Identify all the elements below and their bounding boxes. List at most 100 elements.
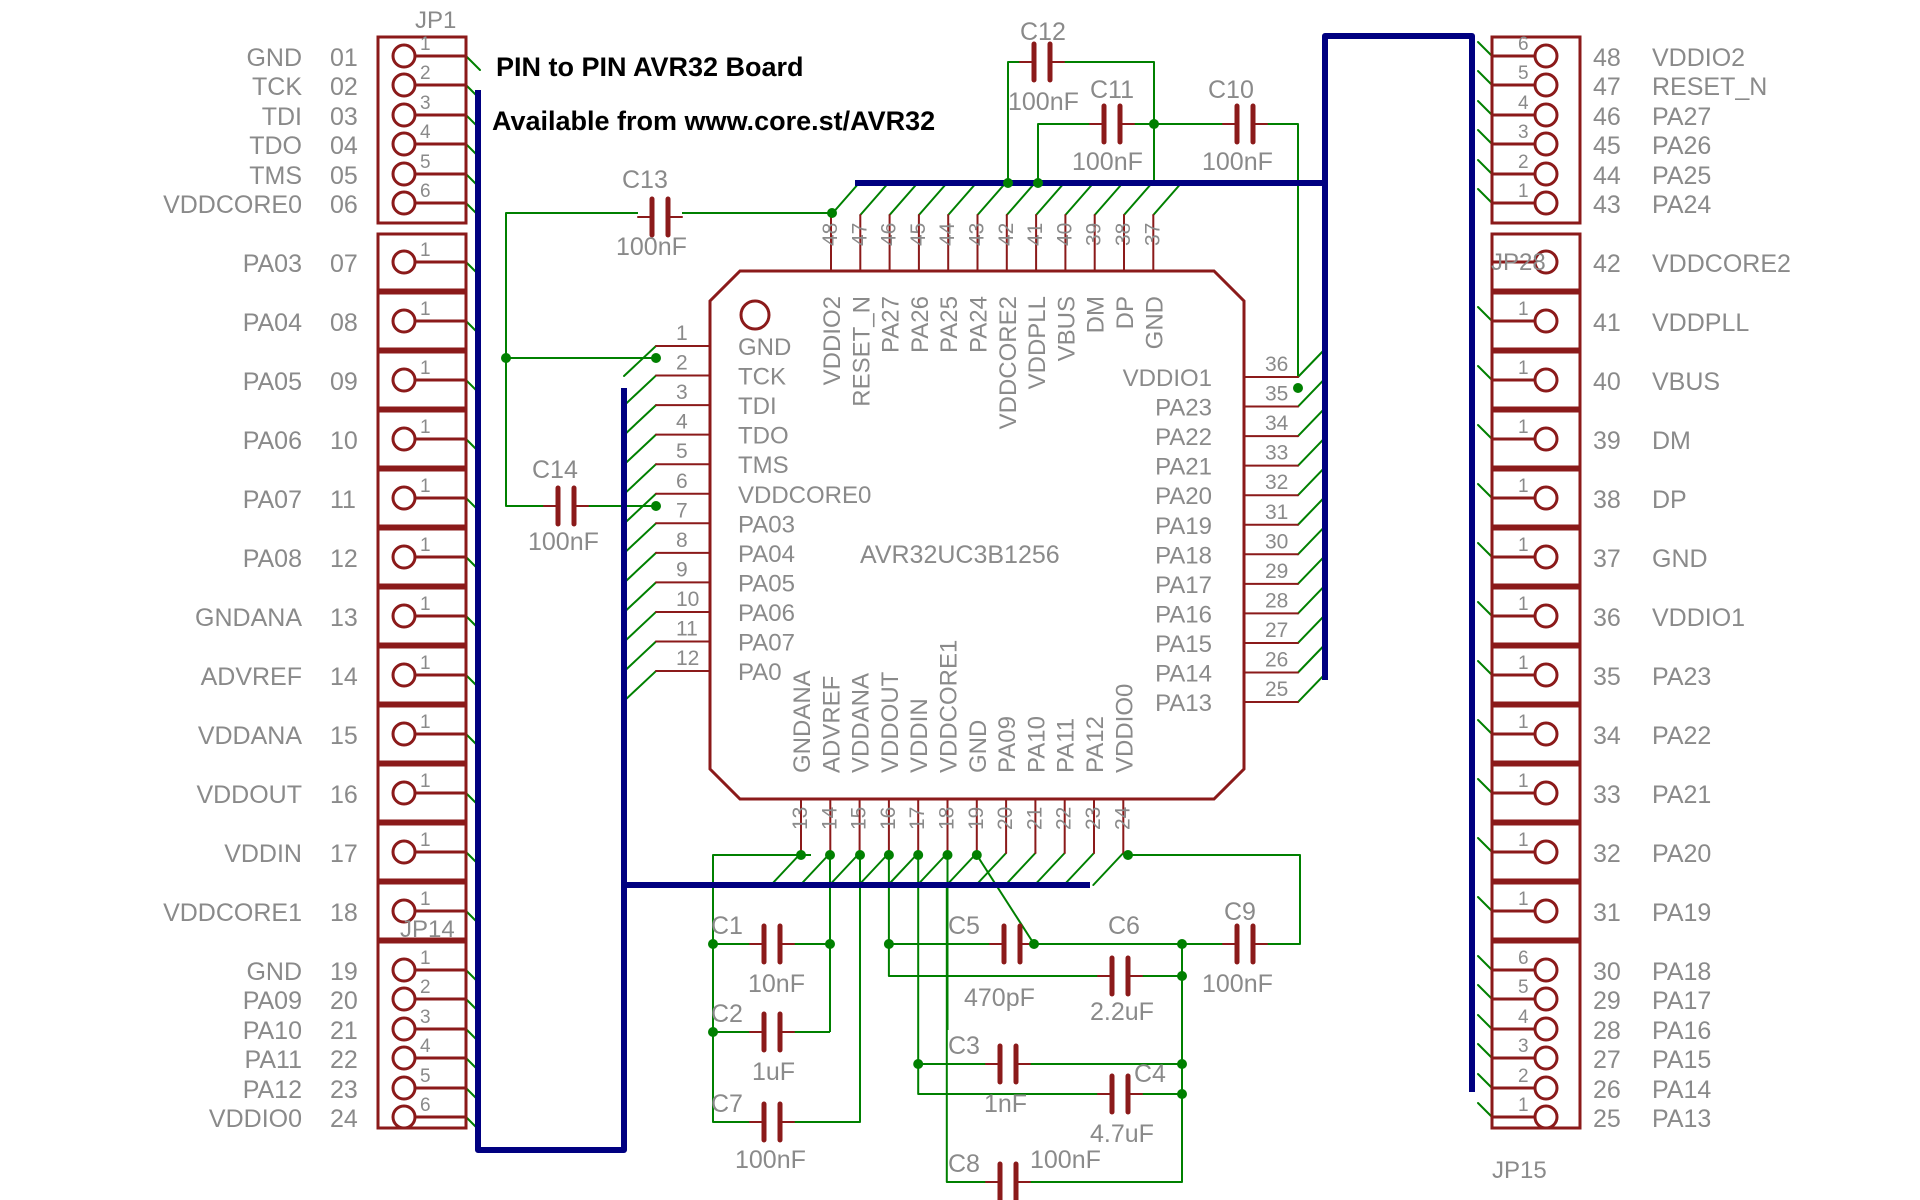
chip-top-pin-number: 48 [819,223,842,246]
left-header-number: 24 [330,1105,358,1133]
jp15-block [1490,940,1582,1130]
pin1-marker [739,299,771,331]
chip-left-pin-name: TDI [738,393,777,420]
chip-right-pin-name: VDDIO1 [1123,365,1212,392]
capacitor-name: C1 [711,912,743,940]
chip-left-pin-number: 9 [676,558,688,581]
chip-right-pin-name: PA13 [1155,690,1212,717]
left-bus-entry [465,55,481,71]
right-pin [1533,957,1559,983]
right-header-name: PA18 [1652,958,1711,986]
left-pin [391,249,417,275]
right-header-number: 31 [1593,899,1621,927]
right-header-name: PA25 [1652,162,1711,190]
chip-left-bus-entry [623,345,657,377]
left-header-name: TCK [252,73,302,101]
left-pin-number: 1 [420,594,431,615]
left-pin-number: 5 [420,152,431,173]
right-header-name: GND [1652,545,1708,573]
capacitor-value: 100nF [1202,148,1273,176]
left-pin-number: 1 [420,948,431,969]
wire-vddin [917,855,1098,1095]
chip-left-bus-entry [623,581,657,614]
jp14-label: JP14 [400,916,455,943]
left-header-name: GND [246,44,302,72]
capacitor-name: C5 [948,912,980,940]
left-pin-number: 1 [420,653,431,674]
junction-dot [501,353,511,363]
right-pin-number: 1 [1518,712,1529,733]
junction-dot [1033,178,1043,188]
left-header-name: PA07 [243,486,302,514]
right-header-number: 46 [1593,103,1621,131]
right-header-number: 34 [1593,722,1621,750]
right-pin-number: 6 [1518,34,1529,55]
right-pin-number: 1 [1518,594,1529,615]
wire-c11-left [1037,123,1090,183]
left-pin [391,1075,417,1101]
chip-left-bus-entry [623,670,657,703]
chip-left-pin-number: 3 [676,381,688,404]
left-header-number: 22 [330,1046,358,1074]
left-pin [391,839,417,865]
junction-dot [1177,939,1187,949]
left-pin [391,131,417,157]
right-top-block [1490,35,1582,225]
junction-dot [1177,971,1187,981]
left-header-name: GNDANA [195,604,302,632]
right-header-name: VDDIO1 [1652,604,1745,632]
left-pin [391,544,417,570]
right-pin [1533,72,1559,98]
left-header-name: PA11 [245,1046,302,1074]
right-pin [1533,1045,1559,1071]
left-pin [391,721,417,747]
chip-bottom-bus-entry [828,852,861,886]
chip-top-bus-entry [917,182,948,216]
left-header-name: VDDIO0 [209,1105,302,1133]
right-header-name: VBUS [1652,368,1720,396]
chip-left-bus-entry [623,551,657,584]
right-pin-number: 4 [1518,1007,1529,1028]
wire-gndana [712,854,811,1123]
right-header-number: 38 [1593,486,1621,514]
right-pin [1533,43,1559,69]
chip-left-pin-number: 11 [676,618,698,641]
chip-bottom-pin-number: 16 [877,807,900,830]
right-pin-number: 2 [1518,152,1529,173]
chip-top-pin-number: 45 [907,223,930,246]
chip-left-pin-name: PA07 [738,630,795,657]
right-bus-entry [1477,306,1493,322]
right-pin [1533,102,1559,128]
chip-right-pin-name: PA21 [1155,454,1212,481]
chip-bottom-pin-number: 13 [789,807,812,830]
chip-bottom-pin-number: 14 [818,806,841,830]
left-header-number: 19 [330,958,358,986]
chip-left-bus-entry [623,640,657,673]
right-header-number: 27 [1593,1046,1621,1074]
junction-dot [708,939,718,949]
left-header-number: 20 [330,987,358,1015]
capacitor-name: C3 [948,1032,980,1060]
right-pin [1533,1104,1559,1130]
right-header-number: 30 [1593,958,1621,986]
left-header-name: PA03 [243,250,302,278]
chip-bottom-bus-entry [975,852,1008,886]
right-pin [1533,131,1559,157]
capacitor-name: C7 [711,1090,743,1118]
chip-left-pin-number: 1 [676,322,688,345]
right-header-name: PA15 [1652,1046,1711,1074]
left-header-number: 05 [330,162,358,190]
right-pin-number: 1 [1518,299,1529,320]
right-header-number: 25 [1593,1105,1621,1133]
chip-top-bus-entry [1152,182,1183,216]
chip-bottom-pin-name: GND [965,720,992,773]
right-header-number: 35 [1593,663,1621,691]
chip-bottom-pin-name: PA10 [1023,716,1050,773]
left-header-name: PA10 [243,1017,302,1045]
junction-dot [883,850,894,860]
chip-bottom-bus-entry [916,852,949,886]
chip-top-pin-number: 47 [848,223,871,246]
chip-bottom-pin-number: 22 [1053,807,1076,830]
right-pin-number: 1 [1518,889,1529,910]
chip-bottom-pin-number: 19 [965,807,988,830]
